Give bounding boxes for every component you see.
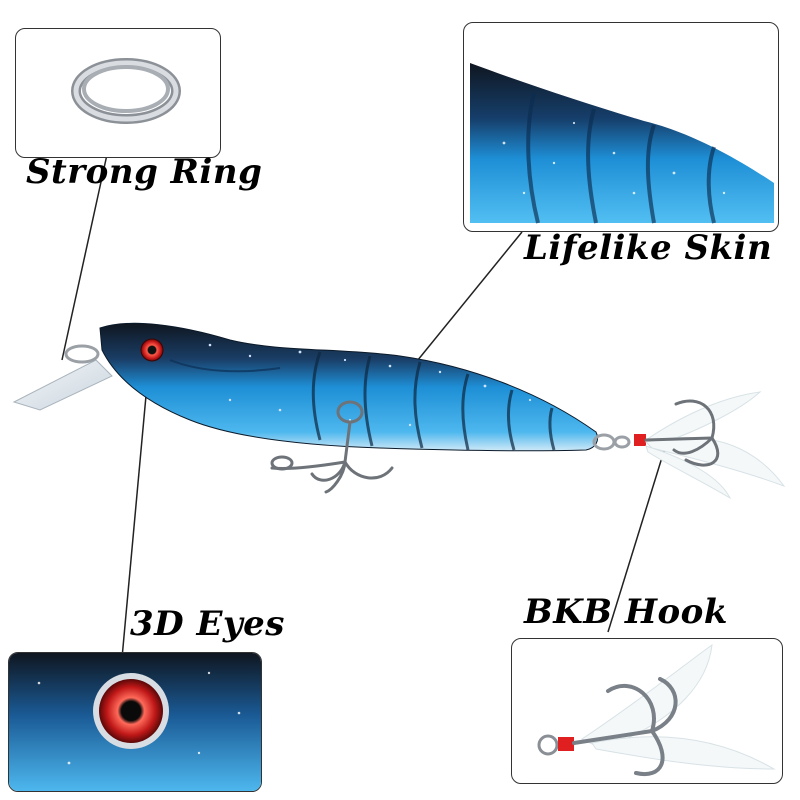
leader-line-ring (61, 149, 109, 361)
hook-red-band (634, 434, 646, 446)
sparkle-flakes (208, 343, 532, 427)
eye-closeup (9, 653, 261, 791)
eyes-3d-label: 3D Eyes (130, 604, 285, 644)
split-ring-icon (71, 58, 181, 124)
tail-split-ring (592, 433, 631, 451)
leader-line-skin (399, 231, 523, 383)
leader-line-hook (607, 437, 669, 633)
belly-treble-hook (270, 400, 394, 494)
lure-eye (140, 338, 164, 362)
leader-line-eyes (119, 351, 151, 681)
lifelike-skin-label: Lifelike Skin (524, 228, 773, 268)
strong-ring-label: Strong Ring (26, 152, 263, 192)
skin-closeup (470, 63, 774, 224)
bkb-hook-panel (511, 638, 783, 784)
eyes-3d-panel (8, 652, 262, 792)
treble-hook-icon (537, 643, 776, 777)
tail-treble-hook (644, 399, 720, 467)
bkb-hook-label: BKB Hook (524, 592, 728, 632)
strong-ring-panel (15, 28, 221, 158)
lure-body (99, 322, 599, 452)
lifelike-skin-panel (463, 22, 779, 232)
body-segments (311, 351, 556, 451)
front-tie-ring (64, 344, 100, 364)
head-detail (169, 359, 281, 373)
diving-lip (12, 359, 113, 411)
